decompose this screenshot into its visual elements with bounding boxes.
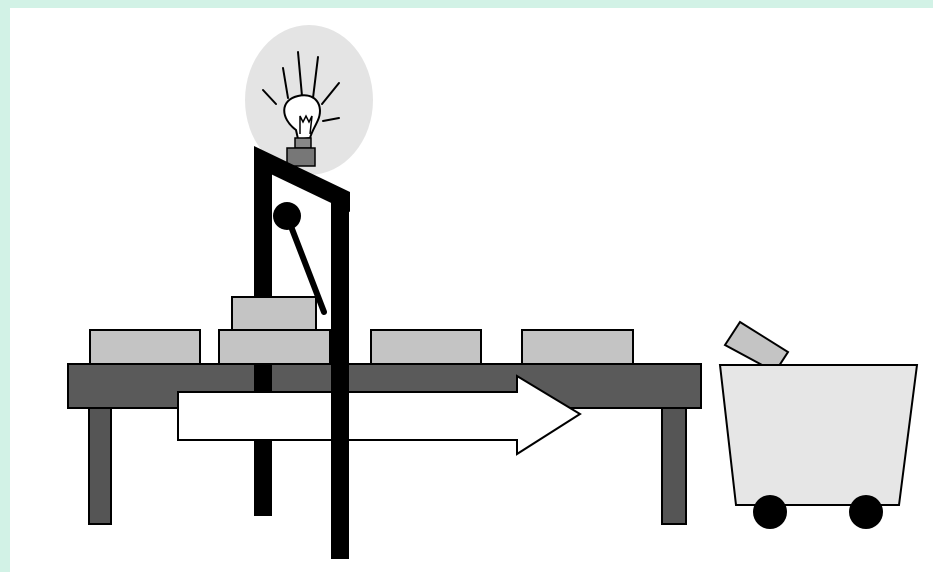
conveyor-table (67, 363, 702, 525)
box-4 (521, 329, 634, 365)
cart-wheel-right (849, 495, 883, 529)
pendulum-arm (284, 213, 327, 315)
gate-top-beam (254, 146, 350, 212)
diagram-canvas (10, 8, 933, 572)
cart-body (718, 364, 919, 506)
box-2-bottom (218, 329, 331, 365)
bulb-socket (286, 147, 316, 167)
bulb-filament (299, 114, 313, 135)
box-2-top (231, 296, 317, 331)
cart-wheel-left (753, 495, 787, 529)
table-leg-left (88, 407, 112, 525)
bulb-base (294, 137, 312, 149)
cart-with-rejected-box (718, 320, 919, 529)
conveyor-inspection-diagram (67, 25, 919, 559)
right-arrow (177, 374, 582, 456)
light-bulb-icon (245, 25, 373, 175)
boxes-on-belt (89, 296, 634, 365)
box-1 (89, 329, 201, 365)
rejected-box (723, 320, 790, 374)
box-3 (370, 329, 482, 365)
gate-pendulum (273, 202, 327, 315)
bulb-rays (262, 51, 340, 122)
table-leg-right (661, 407, 687, 525)
pendulum-ball (273, 202, 301, 230)
gate-post-front (331, 200, 349, 559)
